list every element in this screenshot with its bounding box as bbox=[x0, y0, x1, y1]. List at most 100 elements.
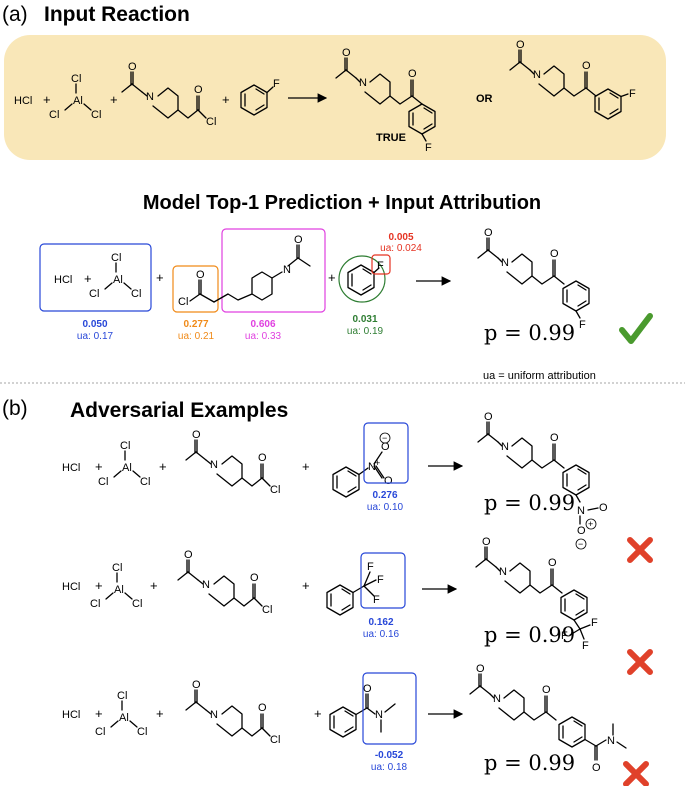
svg-text:Cl: Cl bbox=[49, 109, 59, 121]
svg-text:F: F bbox=[367, 561, 374, 573]
svg-text:N: N bbox=[499, 566, 507, 578]
svg-text:−: − bbox=[578, 539, 583, 549]
svg-text:+: + bbox=[222, 92, 230, 107]
svg-text:Al: Al bbox=[73, 95, 83, 107]
alcl3-ua: ua: 0.17 bbox=[77, 331, 114, 342]
svg-text:Cl: Cl bbox=[262, 604, 272, 616]
nitro-p-value: p = 0.99 bbox=[484, 491, 575, 515]
piperidine-score: 0.606 bbox=[250, 319, 275, 330]
svg-text:N: N bbox=[493, 693, 501, 705]
svg-text:Al: Al bbox=[114, 584, 124, 596]
fluorine-attribution-box bbox=[371, 254, 391, 275]
svg-text:+: + bbox=[84, 271, 92, 286]
svg-text:Cl: Cl bbox=[132, 598, 142, 610]
fluorine-score: 0.005 bbox=[388, 232, 413, 243]
svg-text:+: + bbox=[328, 270, 336, 285]
predicted-product: N O O F bbox=[477, 227, 590, 331]
svg-text:N: N bbox=[607, 735, 615, 747]
svg-text:F: F bbox=[425, 142, 432, 154]
acyl-chloride-score: 0.277 bbox=[183, 319, 208, 330]
hcl-label: HCl bbox=[14, 95, 32, 107]
cf3-attribution-box bbox=[360, 552, 406, 609]
svg-text:O: O bbox=[194, 84, 203, 96]
svg-text:Cl: Cl bbox=[95, 726, 105, 738]
correct-check-icon bbox=[619, 313, 653, 344]
svg-text:O: O bbox=[342, 47, 351, 59]
svg-text:N: N bbox=[533, 69, 541, 81]
svg-text:O: O bbox=[484, 227, 493, 239]
panel-a-title: Input Reaction bbox=[44, 3, 190, 26]
svg-text:F: F bbox=[579, 319, 586, 331]
svg-text:Cl: Cl bbox=[111, 252, 121, 264]
acyl-chloride-attribution-box bbox=[172, 265, 219, 313]
example-row: HCl + Al Cl Cl Cl + N O O Cl + F F F bbox=[62, 536, 598, 652]
svg-text:O: O bbox=[381, 441, 390, 453]
svg-text:N: N bbox=[375, 709, 383, 721]
amide-p-value: p = 0.99 bbox=[484, 751, 575, 775]
svg-text:F: F bbox=[591, 617, 598, 629]
svg-text:Cl: Cl bbox=[89, 288, 99, 300]
svg-text:N: N bbox=[359, 77, 367, 89]
svg-text:F: F bbox=[561, 630, 568, 642]
svg-text:+: + bbox=[95, 459, 103, 474]
svg-text:N: N bbox=[501, 441, 509, 453]
svg-text:O: O bbox=[482, 536, 491, 548]
svg-text:O: O bbox=[258, 702, 267, 714]
svg-text:Al: Al bbox=[119, 712, 129, 724]
svg-text:+: + bbox=[156, 270, 164, 285]
svg-text:+: + bbox=[588, 519, 593, 529]
svg-text:HCl: HCl bbox=[62, 462, 80, 474]
panel-b-label: (b) bbox=[2, 397, 28, 420]
svg-text:+: + bbox=[95, 578, 103, 593]
svg-text:F: F bbox=[377, 574, 384, 586]
cf3-p-value: p = 0.99 bbox=[484, 623, 575, 647]
svg-text:O: O bbox=[476, 663, 485, 675]
svg-text:+: + bbox=[314, 706, 322, 721]
svg-text:N: N bbox=[202, 579, 210, 591]
svg-text:F: F bbox=[629, 88, 636, 100]
input-reaction-box bbox=[4, 35, 666, 160]
benzene-ua: ua: 0.19 bbox=[347, 326, 384, 337]
svg-text:O: O bbox=[128, 61, 137, 73]
svg-text:O: O bbox=[599, 502, 608, 514]
benzene-score: 0.031 bbox=[352, 314, 377, 325]
nitro-score: 0.276 bbox=[372, 490, 397, 501]
prediction-p-value: p = 0.99 bbox=[484, 321, 575, 345]
alcl3-molecule-pred: Al Cl Cl Cl bbox=[89, 252, 141, 300]
piperidine-ua: ua: 0.33 bbox=[245, 331, 282, 342]
svg-text:+: + bbox=[43, 92, 51, 107]
svg-text:O: O bbox=[484, 411, 493, 423]
amide-product: N O O O N bbox=[469, 663, 627, 774]
svg-text:Al: Al bbox=[122, 462, 132, 474]
svg-text:Cl: Cl bbox=[206, 116, 216, 128]
true-label: TRUE bbox=[376, 132, 406, 144]
example-row: HCl + Al Cl Cl Cl + N O O Cl + N + O bbox=[62, 411, 608, 550]
svg-text:+: + bbox=[110, 92, 118, 107]
svg-text:O: O bbox=[192, 429, 201, 441]
svg-text:Cl: Cl bbox=[91, 109, 101, 121]
svg-text:N: N bbox=[368, 461, 376, 473]
alcl3-score: 0.050 bbox=[82, 319, 107, 330]
example-row: HCl + Al Cl Cl Cl + N O O Cl + O N bbox=[62, 663, 627, 775]
svg-text:O: O bbox=[550, 432, 559, 444]
svg-text:N: N bbox=[146, 91, 154, 103]
benzene-attribution-circle bbox=[338, 255, 386, 303]
fluorobenzene-molecule-pred bbox=[347, 264, 380, 296]
svg-text:O: O bbox=[408, 68, 417, 80]
svg-text:N: N bbox=[577, 505, 585, 517]
svg-text:N: N bbox=[210, 459, 218, 471]
fluorobenzene-reactant: F bbox=[240, 78, 280, 116]
panel-b-title: Adversarial Examples bbox=[70, 399, 288, 422]
svg-text:+: + bbox=[159, 459, 167, 474]
svg-text:O: O bbox=[582, 60, 591, 72]
amide-score: -0.052 bbox=[375, 750, 404, 761]
svg-text:F: F bbox=[273, 78, 280, 90]
cf3-ua: ua: 0.16 bbox=[363, 629, 400, 640]
svg-text:+: + bbox=[375, 458, 380, 468]
svg-text:Cl: Cl bbox=[178, 296, 188, 308]
svg-text:O: O bbox=[250, 572, 259, 584]
panel-a-label: (a) bbox=[2, 3, 28, 26]
meta-product: N O O F bbox=[509, 39, 636, 120]
svg-text:O: O bbox=[184, 549, 193, 561]
nitro-product: N O O N O O + − bbox=[477, 411, 608, 550]
